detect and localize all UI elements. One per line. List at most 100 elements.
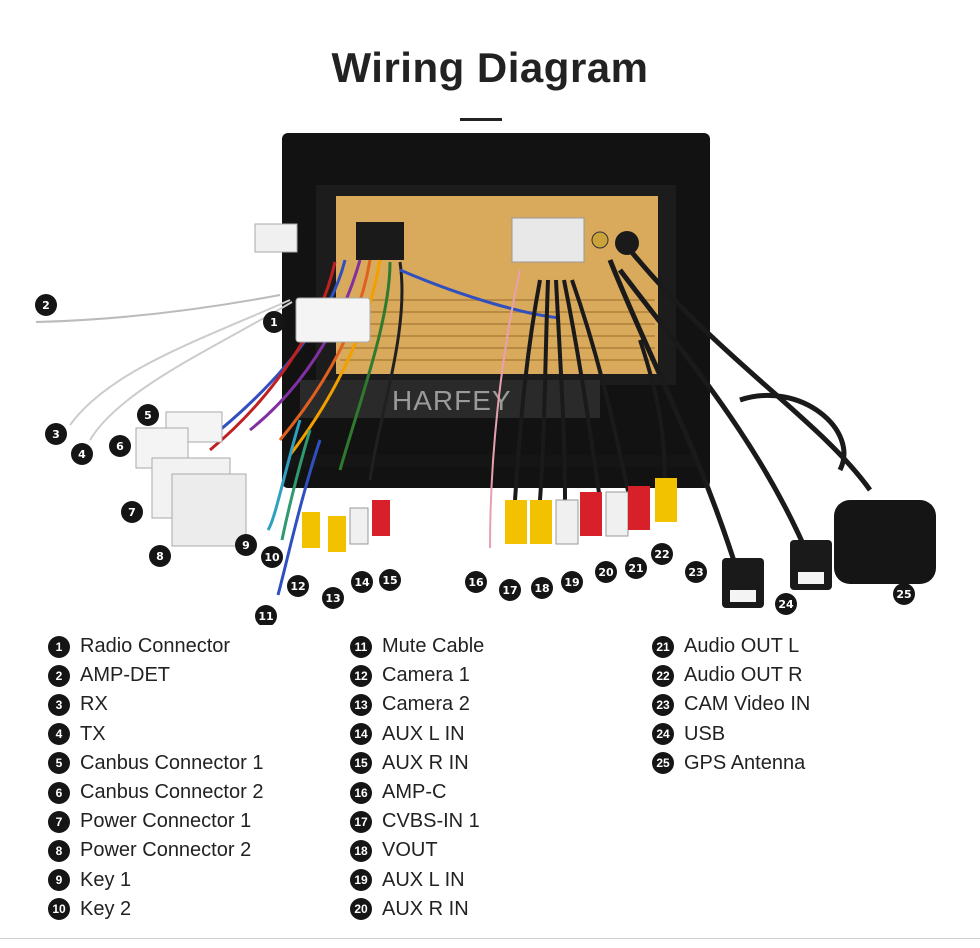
legend-label: Audio OUT R	[684, 664, 803, 687]
legend-label: Key 1	[80, 868, 132, 891]
legend-item: 16 AMP-C	[350, 778, 484, 807]
legend-label: Mute Cable	[382, 635, 485, 658]
legend-item: 8 Power Connector 2	[48, 836, 263, 865]
legend-item: 19 AUX L IN	[350, 866, 484, 895]
legend-item: 14 AUX L IN	[350, 720, 484, 749]
legend-label: Radio Connector	[80, 635, 231, 658]
svg-text:20: 20	[598, 566, 614, 579]
legend-label: CVBS-IN 1	[382, 810, 480, 833]
number-badge: 15	[350, 752, 372, 775]
legend-label: AMP-C	[382, 781, 447, 804]
legend-label: Power Connector 2	[80, 839, 252, 862]
svg-text:14: 14	[354, 576, 370, 589]
number-badge: 21	[652, 635, 674, 658]
svg-text:12: 12	[290, 580, 305, 593]
legend-item: 1 Radio Connector	[48, 632, 263, 661]
number-badge: 7	[48, 810, 70, 833]
legend-item: 23 CAM Video IN	[652, 690, 810, 719]
legend-item: 4 TX	[48, 720, 263, 749]
canbus-connector-1	[165, 411, 223, 443]
legend-label: VOUT	[382, 839, 438, 862]
legend-item: 11 Mute Cable	[350, 632, 484, 661]
number-badge: 8	[48, 839, 70, 862]
gps-antenna	[834, 500, 936, 584]
svg-text:1: 1	[270, 316, 278, 329]
legend-label: Power Connector 1	[80, 810, 252, 833]
page-title: Wiring Diagram	[331, 44, 649, 91]
number-badge: 20	[350, 898, 372, 921]
svg-text:6: 6	[116, 440, 124, 453]
legend-label: AUX R IN	[382, 897, 469, 920]
legend-label: GPS Antenna	[684, 751, 806, 774]
number-badge: 14	[350, 723, 372, 746]
legend-column-3: 21 Audio OUT L 22 Audio OUT R 23 CAM Video …	[652, 632, 810, 778]
svg-text:15: 15	[382, 574, 397, 587]
number-badge: 10	[48, 898, 70, 921]
rca-group-left	[302, 500, 390, 552]
legend-item: 25 GPS Antenna	[652, 749, 810, 778]
number-badge: 23	[652, 693, 674, 716]
legend-label: CAM Video IN	[684, 693, 811, 716]
number-badge: 11	[350, 635, 372, 658]
number-badge: 3	[48, 693, 70, 716]
number-badge: 2	[48, 664, 70, 687]
legend-item: 7 Power Connector 1	[48, 807, 263, 836]
svg-text:8: 8	[156, 550, 164, 563]
number-badge: 4	[48, 723, 70, 746]
legend-label: Key 2	[80, 897, 132, 920]
svg-text:4: 4	[78, 448, 86, 461]
legend-item: 10 Key 2	[48, 895, 263, 924]
number-badge: 19	[350, 869, 372, 892]
svg-text:23: 23	[688, 566, 703, 579]
panel-connector-2	[511, 217, 585, 263]
diagram-badges: 1 2 3 4 5 6 7 8 9 10 11 12 13 14 15 16 1…	[35, 294, 915, 625]
svg-text:24: 24	[778, 598, 794, 611]
number-badge: 24	[652, 723, 674, 746]
number-badge: 16	[350, 781, 372, 804]
legend-label: AUX L IN	[382, 868, 465, 891]
legend-label: AUX R IN	[382, 751, 469, 774]
number-badge: 18	[350, 839, 372, 862]
gps-port	[615, 231, 639, 255]
bottom-divider	[0, 938, 980, 939]
legend-item: 22 Audio OUT R	[652, 661, 810, 690]
svg-text:3: 3	[52, 428, 60, 441]
legend-item: 21 Audio OUT L	[652, 632, 810, 661]
legend-item: 18 VOUT	[350, 836, 484, 865]
legend-item: 20 AUX R IN	[350, 895, 484, 924]
legend-label: AUX L IN	[382, 722, 465, 745]
svg-text:18: 18	[534, 582, 549, 595]
svg-text:13: 13	[325, 592, 340, 605]
svg-text:17: 17	[502, 584, 517, 597]
legend-item: 15 AUX R IN	[350, 749, 484, 778]
svg-text:7: 7	[128, 506, 136, 519]
number-badge: 12	[350, 664, 372, 687]
legend-label: Camera 2	[382, 693, 470, 716]
title-underline	[460, 118, 502, 121]
legend-label: Audio OUT L	[684, 635, 800, 658]
head-unit-bottom	[300, 380, 600, 418]
usb-port-1	[730, 590, 756, 602]
panel-connector-1	[356, 222, 404, 260]
svg-text:19: 19	[564, 576, 579, 589]
number-badge: 22	[652, 664, 674, 687]
antenna-port	[591, 231, 609, 249]
number-badge: 9	[48, 869, 70, 892]
legend-label: Canbus Connector 2	[80, 781, 264, 804]
number-badge: 1	[48, 635, 70, 658]
number-badge: 25	[652, 752, 674, 775]
legend-label: Camera 1	[382, 664, 470, 687]
number-badge: 6	[48, 781, 70, 804]
legend-item: 12 Camera 1	[350, 661, 484, 690]
legend-label: TX	[80, 722, 106, 745]
svg-text:10: 10	[264, 551, 280, 564]
svg-text:11: 11	[258, 610, 273, 623]
harness-plug	[254, 223, 298, 253]
